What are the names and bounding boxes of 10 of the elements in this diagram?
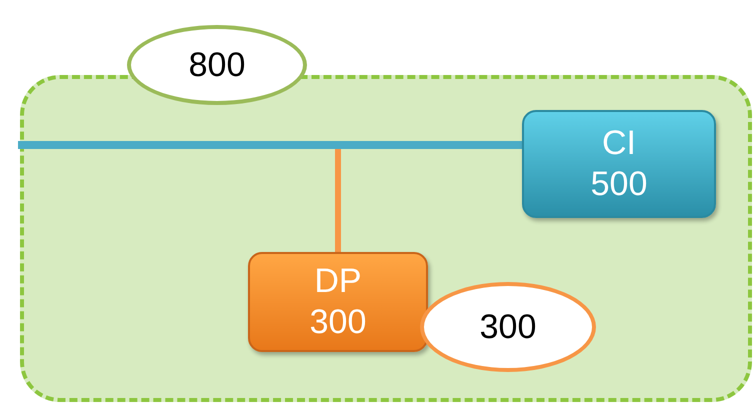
box-value: 500: [590, 164, 648, 205]
value-ellipse: 800: [127, 25, 307, 105]
process-box: [248, 252, 428, 352]
process-box: [522, 110, 716, 218]
box-title: DP: [314, 261, 362, 302]
value-ellipse: 300: [420, 282, 596, 372]
box-title: CI: [602, 123, 636, 164]
group-region: [20, 75, 752, 402]
connector-line: [335, 149, 341, 252]
box-value: 300: [310, 302, 366, 343]
